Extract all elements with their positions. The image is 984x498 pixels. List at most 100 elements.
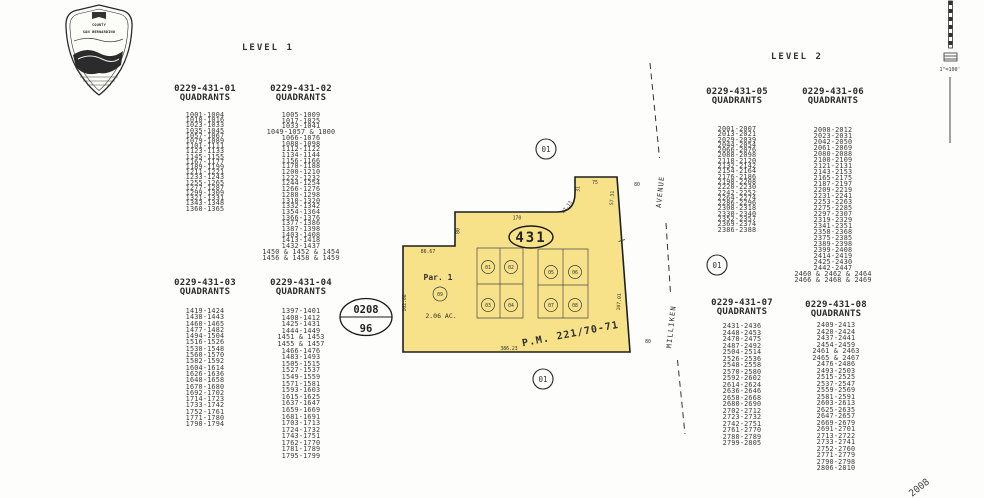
quadrant-range: 2386-2388 xyxy=(717,225,757,234)
quadrant-range: 1505-1515 xyxy=(281,359,321,368)
parcel-431-shape[interactable] xyxy=(402,176,631,353)
quadrant-range: 2658-2668 xyxy=(722,393,762,402)
quadrant-range: 2493-2503 xyxy=(816,366,856,375)
quadrant-range: 1200-1210 xyxy=(281,168,321,177)
quadrant-range: 2088-2098 xyxy=(717,151,757,160)
quadrant-group-id[interactable]: 0229-431-04 xyxy=(270,278,332,288)
quadrant-group-id[interactable]: 0229-431-07 xyxy=(711,298,773,308)
quadrant-range: 1781-1789 xyxy=(281,445,321,454)
quadrant-range: 2680-2690 xyxy=(722,400,762,408)
quadrant-group-title: QUADRANTS xyxy=(275,287,327,297)
quadrant-range: 1438-1443 xyxy=(185,313,225,322)
quadrant-range: 2425-2430 xyxy=(813,258,853,266)
quadrant-range: 1659-1669 xyxy=(281,405,321,414)
level-2-label: LEVEL 2 xyxy=(771,52,823,62)
quadrant-range: 1403-1408 xyxy=(281,230,321,239)
quadrant-range: 2559-2569 xyxy=(816,386,856,394)
quadrant-group-id[interactable]: 0229-431-05 xyxy=(706,87,768,97)
quadrant-range: 2603-2613 xyxy=(816,399,856,407)
quadrant-range: 1615-1625 xyxy=(281,392,321,401)
quadrant-range: 1477-1482 xyxy=(185,325,225,334)
quadrant-range: 2466 & 2468 & 2469 xyxy=(794,276,872,284)
quadrant-range: 2647-2657 xyxy=(816,412,856,420)
quadrant-range: 2042-2050 xyxy=(813,138,853,146)
unit-circle-08[interactable] xyxy=(568,298,582,312)
dim-right-lower: 107.01 xyxy=(616,293,623,311)
parcel-number-label: 431 xyxy=(515,230,546,246)
street-centerline xyxy=(649,62,686,435)
unit-circle-09[interactable] xyxy=(432,286,448,302)
quadrant-range: 2780-2789 xyxy=(722,432,762,441)
quadrant-range: 2220-2230 xyxy=(717,183,757,192)
quadrant-range: 1001-1004 xyxy=(185,111,225,119)
node-circle-bottom[interactable] xyxy=(532,368,554,390)
dim-mid-top: 170 xyxy=(513,216,522,222)
quadrant-range: 1332-1342 xyxy=(281,202,321,211)
unit-circle-07[interactable] xyxy=(544,298,558,312)
node-label-top: 01 xyxy=(541,145,550,154)
dim-notch: 31 xyxy=(576,186,582,192)
node-circle-right[interactable] xyxy=(706,254,728,276)
quadrant-range: 2460 & 2462 & 2464 xyxy=(794,270,872,278)
quadrant-range: 1145-1155 xyxy=(185,152,225,161)
acreage-label: 2.06 AC. xyxy=(425,312,456,320)
quadrant-range: 1310-1320 xyxy=(281,196,321,205)
quadrant-range: 2375-2385 xyxy=(813,234,853,242)
unit-circle-01[interactable] xyxy=(481,260,495,274)
unit-label: 09 xyxy=(437,292,443,298)
unit-label: 02 xyxy=(508,265,514,271)
quadrant-group-id[interactable]: 0229-431-03 xyxy=(174,278,236,288)
quadrant-range: 1408-1412 xyxy=(281,313,321,322)
quadrant-range: 1538-1548 xyxy=(185,344,225,353)
quadrant-range: 2187-2197 xyxy=(813,180,853,188)
quadrant-range: 2461 & 2463 xyxy=(812,347,860,355)
right-edge-tick xyxy=(618,239,626,242)
unit-circle-04[interactable] xyxy=(504,298,518,312)
quadrant-range: 2399-2408 xyxy=(813,246,853,254)
seal-crest-flag xyxy=(92,12,106,19)
quadrant-range: 1266-1276 xyxy=(281,185,321,194)
dim-top: 75 xyxy=(592,180,598,186)
quadrant-range: 2437-2441 xyxy=(816,334,856,342)
unit-label: 07 xyxy=(548,303,554,309)
quadrant-range: 1419-1424 xyxy=(185,307,225,315)
unit-circle-03[interactable] xyxy=(481,298,495,312)
quadrant-range: 2409-2413 xyxy=(816,321,856,329)
unit-circle-06[interactable] xyxy=(568,265,582,279)
quadrant-range: 1714-1723 xyxy=(185,395,225,404)
quadrant-range: 1571-1581 xyxy=(281,379,321,388)
quadrant-group-id[interactable]: 0229-431-06 xyxy=(802,87,864,97)
node-circle-top[interactable] xyxy=(535,138,557,160)
quadrant-range: 1178-1188 xyxy=(281,162,321,171)
quadrant-range: 1626-1636 xyxy=(185,369,225,378)
unit-circle-02[interactable] xyxy=(504,260,518,274)
quadrant-range: 1692-1702 xyxy=(185,388,225,397)
quadrant-group-id[interactable]: 0229-431-08 xyxy=(805,300,867,310)
quadrant-range: 1549-1559 xyxy=(281,372,321,381)
quadrant-range: 2358-2368 xyxy=(813,228,853,236)
parcel-number-oval[interactable] xyxy=(508,225,554,249)
quadrant-group-title: QUADRANTS xyxy=(716,307,768,317)
quadrant-range: 1277-1287 xyxy=(185,183,225,192)
quadrant-range: 1413-1418 xyxy=(281,236,321,245)
quadrant-range: 1366-1376 xyxy=(281,213,321,222)
quadrant-range: 1023-1033 xyxy=(185,121,225,130)
quadrant-range: 2414-2419 xyxy=(813,252,853,260)
unit-label: 01 xyxy=(485,265,491,271)
quadrant-range: 2570-2580 xyxy=(722,367,762,376)
quadrant-group-id[interactable]: 0229-431-01 xyxy=(174,84,236,94)
dim-bottom: 386.23 xyxy=(500,346,517,352)
scale-label: 1"=100' xyxy=(939,67,960,73)
quadrant-range: 1460-1465 xyxy=(185,319,225,328)
quadrant-range: 1527-1537 xyxy=(281,366,321,375)
unit-circle-05[interactable] xyxy=(544,265,558,279)
quadrant-range: 1648-1658 xyxy=(185,376,225,385)
quadrant-range: 1560-1570 xyxy=(185,351,225,360)
quadrant-group-id[interactable]: 0229-431-02 xyxy=(270,84,332,94)
quadrant-range: 2733-2741 xyxy=(816,438,856,446)
